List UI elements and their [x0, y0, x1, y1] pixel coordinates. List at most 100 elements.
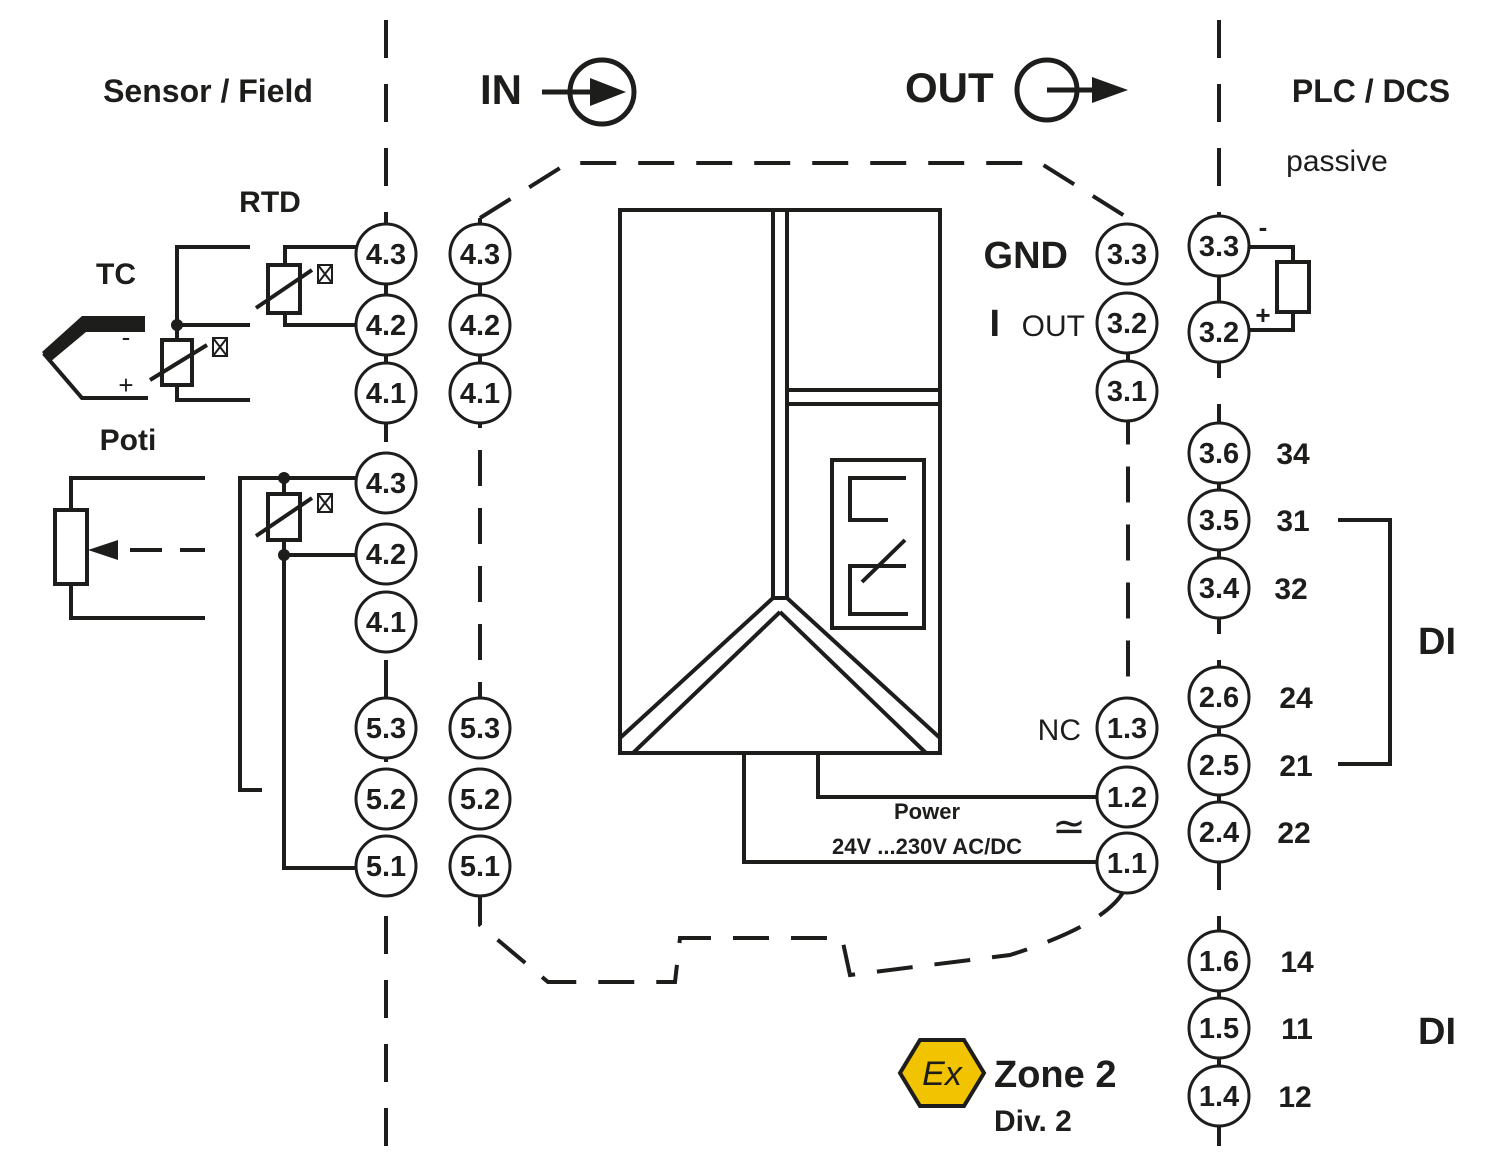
terminal-circle	[1187, 665, 1251, 729]
svg-text:+: +	[1255, 300, 1270, 330]
terminal-circle	[448, 361, 512, 425]
terminal-field-power-2: 5.1	[354, 834, 418, 898]
relay-contact-number: 21	[1279, 750, 1312, 783]
ac-dc-symbol: ≃	[1052, 805, 1086, 849]
terminal-device-in-bottom-2: 5.1	[448, 834, 512, 898]
terminal-label: 2.5	[1199, 750, 1239, 782]
terminal-label: 3.4	[1199, 573, 1239, 605]
terminal-circle	[1095, 765, 1159, 829]
terminal-label: 1.1	[1107, 848, 1147, 880]
terminal-circle	[1095, 291, 1159, 355]
terminals-layer: 4.34.24.14.34.24.15.35.25.14.34.24.15.35…	[354, 214, 1251, 1128]
terminal-label: 1.5	[1199, 1013, 1239, 1045]
plc-load-resistor: - +	[1250, 212, 1311, 332]
terminal-circle	[1187, 300, 1251, 364]
poti-label: Poti	[100, 424, 157, 457]
terminal-device-in-top-0: 4.3	[448, 222, 512, 286]
terminal-circle	[1095, 359, 1159, 423]
svg-text:-: -	[1259, 212, 1268, 242]
terminal-label: 4.1	[366, 607, 406, 639]
relay-contact-number: 12	[1278, 1081, 1311, 1114]
terminal-field-power-1: 5.2	[354, 767, 418, 831]
terminal-circle	[354, 767, 418, 831]
terminal-circle	[354, 834, 418, 898]
poti-rtd-wiring	[238, 472, 356, 870]
terminal-circle	[354, 522, 418, 586]
terminal-circle	[1187, 996, 1251, 1060]
potentiometer-symbol	[53, 476, 205, 620]
terminal-circle	[354, 590, 418, 654]
ex-zone-badge: Ex	[897, 1038, 987, 1108]
terminal-circle	[1095, 222, 1159, 286]
terminal-field-rtd-0: 4.3	[354, 222, 418, 286]
terminal-device-in-top-2: 4.1	[448, 361, 512, 425]
terminal-circle	[354, 451, 418, 515]
rtd-wiring	[148, 245, 356, 402]
terminal-label: 3.3	[1107, 239, 1147, 271]
terminal-circle	[1187, 421, 1251, 485]
zone-label: Zone 2	[994, 1054, 1116, 1096]
terminal-field-rtd-1: 4.2	[354, 293, 418, 357]
relay-contact-number: 24	[1279, 682, 1313, 715]
in-header: IN	[480, 66, 522, 113]
svg-text:-: -	[122, 322, 131, 352]
div-label: Div. 2	[994, 1105, 1072, 1138]
terminal-field-poti-0: 4.3	[354, 451, 418, 515]
terminal-plc-relay-5: 2.4	[1187, 800, 1251, 864]
terminal-label: 4.3	[366, 239, 406, 271]
voltage-label: 24V ...230V AC/DC	[832, 834, 1022, 859]
terminal-label: 1.3	[1107, 713, 1147, 745]
terminal-circle	[1187, 800, 1251, 864]
thermocouple-symbol: - +	[42, 316, 148, 400]
terminal-label: 2.6	[1199, 682, 1239, 714]
relay-contact-number: 31	[1276, 505, 1309, 538]
terminal-plc-relay-7: 1.5	[1187, 996, 1251, 1060]
in-arrow-icon	[542, 57, 637, 127]
terminal-circle	[354, 222, 418, 286]
terminal-label: 1.6	[1199, 946, 1239, 978]
terminal-label: 3.5	[1199, 505, 1239, 537]
nc-label: NC	[1038, 714, 1081, 747]
terminal-circle	[1095, 831, 1159, 895]
terminal-label: 5.3	[366, 713, 406, 745]
power-wire-1-1	[742, 753, 1098, 864]
rtd-label: RTD	[239, 186, 301, 219]
terminal-label: 3.6	[1199, 438, 1239, 470]
terminal-device-out-bottom-0: 1.3	[1095, 696, 1159, 760]
terminal-plc-relay-0: 3.6	[1187, 421, 1251, 485]
terminal-plc-relay-4: 2.5	[1187, 733, 1251, 797]
signal-conditioner-block	[618, 208, 942, 755]
current-i-label: I	[989, 303, 1000, 345]
terminal-device-out-bottom-2: 1.1	[1095, 831, 1159, 895]
terminal-circle	[1187, 929, 1251, 993]
terminal-circle	[354, 696, 418, 760]
terminal-circle	[354, 361, 418, 425]
terminal-label: 4.2	[366, 310, 406, 342]
terminal-circle	[448, 222, 512, 286]
terminal-label: 2.4	[1199, 817, 1239, 849]
terminal-circle	[1187, 1064, 1251, 1128]
terminal-label: 4.2	[366, 539, 406, 571]
terminal-label: 5.2	[366, 784, 406, 816]
terminal-label: 5.2	[460, 784, 500, 816]
terminal-plc-passive-0: 3.3	[1187, 214, 1251, 278]
terminal-plc-relay-8: 1.4	[1187, 1064, 1251, 1128]
terminal-label: 3.3	[1199, 231, 1239, 263]
svg-text:+: +	[118, 370, 133, 400]
out-arrow-icon	[1014, 57, 1128, 123]
terminal-circle	[1187, 488, 1251, 552]
terminal-label: 4.3	[460, 239, 500, 271]
terminal-label: 1.4	[1199, 1081, 1239, 1113]
terminal-field-poti-1: 4.2	[354, 522, 418, 586]
terminal-circle	[448, 696, 512, 760]
relay-contact-number: 22	[1277, 817, 1310, 850]
tc-label: TC	[96, 258, 136, 291]
terminal-label: 4.2	[460, 310, 500, 342]
ex-hexagon-icon	[897, 1038, 987, 1108]
passive-label: passive	[1286, 145, 1388, 178]
terminal-label: 4.1	[366, 378, 406, 410]
sensor-field-header: Sensor / Field	[103, 73, 313, 109]
terminal-label: 1.2	[1107, 782, 1147, 814]
terminal-plc-relay-6: 1.6	[1187, 929, 1251, 993]
